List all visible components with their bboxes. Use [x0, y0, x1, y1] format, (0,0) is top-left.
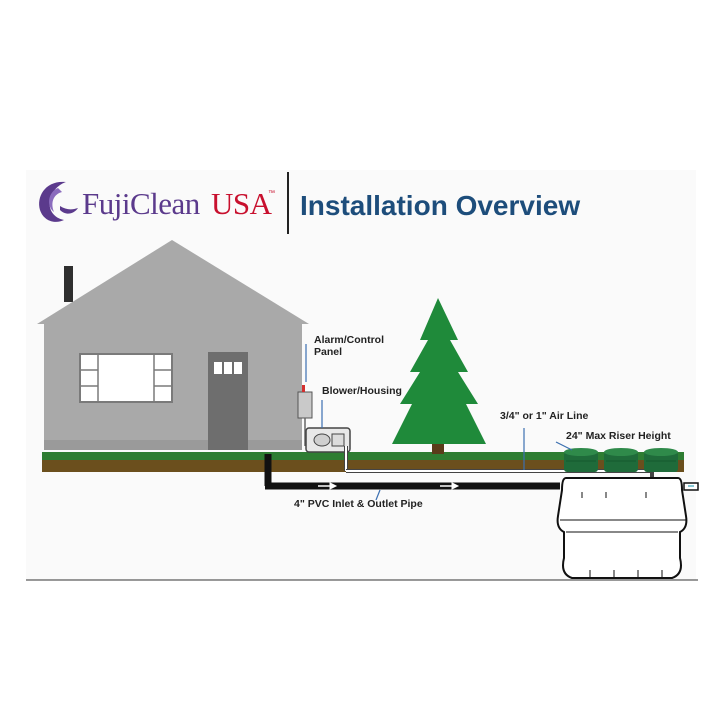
house — [37, 240, 309, 450]
fujiclean-logo-icon — [39, 181, 78, 222]
label-alarm-panel-line2: Panel — [314, 346, 343, 358]
air-line — [344, 446, 654, 480]
tank-risers — [564, 448, 678, 472]
alarm-control-panel — [297, 385, 313, 446]
pvc-inlet-pipe — [264, 454, 560, 490]
brand-trademark: ™ — [268, 190, 275, 197]
septic-tank — [556, 477, 699, 579]
flow-arrow-icon — [318, 482, 460, 490]
label-blower-housing: Blower/Housing — [322, 385, 402, 397]
header-divider — [287, 172, 289, 234]
label-riser-height: 24" Max Riser Height — [566, 430, 671, 442]
house-door — [208, 352, 248, 450]
riser — [644, 448, 678, 472]
riser — [564, 448, 598, 472]
blower-housing — [305, 427, 351, 453]
riser — [604, 448, 638, 472]
brand-suffix: USA — [211, 186, 272, 221]
brand-name: FujiClean — [82, 186, 200, 221]
page-title: Installation Overview — [300, 190, 581, 221]
label-alarm-panel-line1: Alarm/Control — [314, 334, 385, 346]
roof — [37, 240, 309, 324]
grass-strip — [42, 452, 684, 461]
label-alarm-panel: Alarm/Control Panel — [314, 334, 384, 358]
pine-tree — [392, 298, 486, 454]
leader-lines — [305, 344, 573, 501]
house-window — [79, 353, 173, 403]
label-air-line: 3/4" or 1" Air Line — [500, 410, 589, 422]
chimney — [64, 266, 73, 302]
label-pvc-pipe: 4" PVC Inlet & Outlet Pipe — [294, 498, 423, 510]
